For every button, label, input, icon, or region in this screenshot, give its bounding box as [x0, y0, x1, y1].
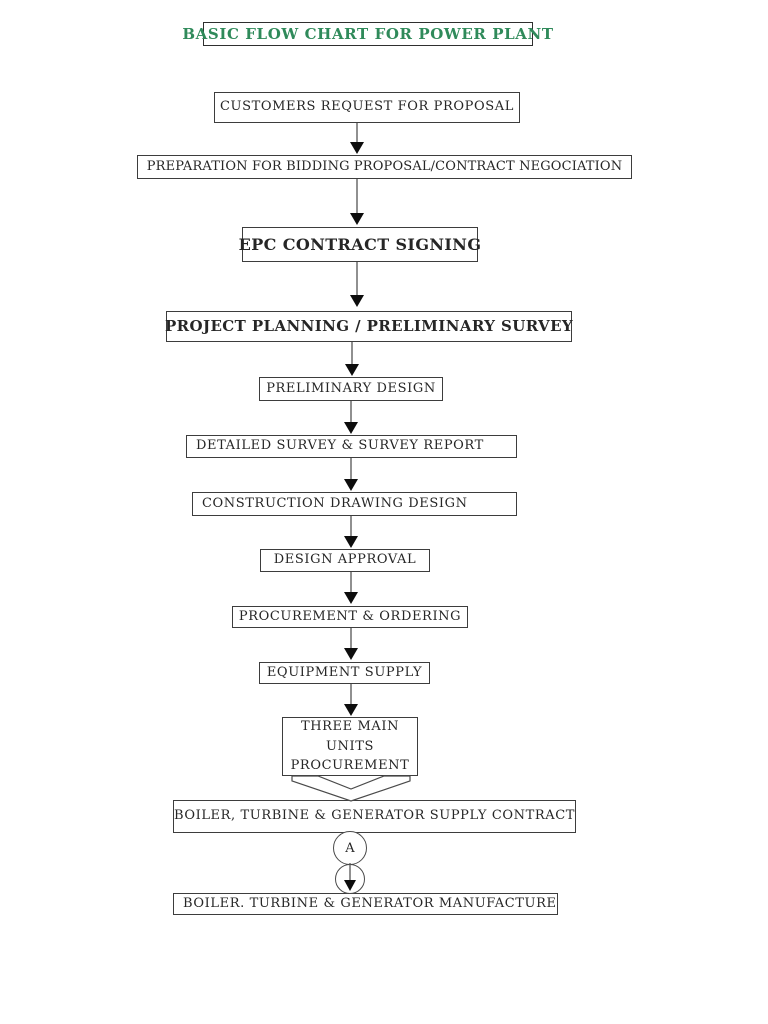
- node-preliminary-design: PRELIMINARY DESIGN: [259, 377, 443, 401]
- arrowhead-5: [344, 422, 358, 434]
- node-construction-drawing-design: CONSTRUCTION DRAWING DESIGN: [192, 492, 517, 516]
- node-three-main-units: THREE MAIN UNITS PROCUREMENT: [282, 717, 418, 776]
- arrowhead-9: [344, 648, 358, 660]
- chart-title: BASIC FLOW CHART FOR POWER PLANT: [182, 22, 553, 46]
- three-main-units-line2: UNITS: [325, 738, 375, 754]
- node-customers-request: CUSTOMERS REQUEST FOR PROPOSAL: [214, 92, 520, 123]
- arrowhead-2: [350, 213, 364, 225]
- arrowhead-10: [344, 704, 358, 716]
- hollow-chevron-arrow: [291, 775, 411, 802]
- node-equipment-supply: EQUIPMENT SUPPLY: [259, 662, 430, 684]
- arrowhead-6: [344, 479, 358, 491]
- node-detailed-survey: DETAILED SURVEY & SURVEY REPORT: [186, 435, 517, 458]
- connector-circle-empty: [335, 864, 365, 894]
- node-btg-supply-contract: BOILER, TURBINE & GENERATOR SUPPLY CONTR…: [173, 800, 576, 833]
- connector-circle-a: A: [333, 831, 367, 865]
- arrowhead-8: [344, 592, 358, 604]
- arrowhead-3: [350, 295, 364, 307]
- arrowhead-7: [344, 536, 358, 548]
- three-main-units-line3: PROCUREMENT: [290, 758, 410, 774]
- arrowhead-4: [345, 364, 359, 376]
- three-main-units-line1: THREE MAIN: [300, 719, 400, 735]
- node-epc-contract-signing: EPC CONTRACT SIGNING: [239, 227, 481, 262]
- arrowhead-1: [350, 142, 364, 154]
- node-procurement-ordering: PROCUREMENT & ORDERING: [232, 606, 468, 628]
- node-btg-manufacture: BOILER. TURBINE & GENERATOR MANUFACTURE: [173, 893, 558, 915]
- node-design-approval: DESIGN APPROVAL: [260, 549, 430, 572]
- node-project-planning: PROJECT PLANNING / PRELIMINARY SURVEY: [165, 311, 573, 342]
- node-bidding-preparation: PREPARATION FOR BIDDING PROPOSAL/CONTRAC…: [137, 155, 632, 179]
